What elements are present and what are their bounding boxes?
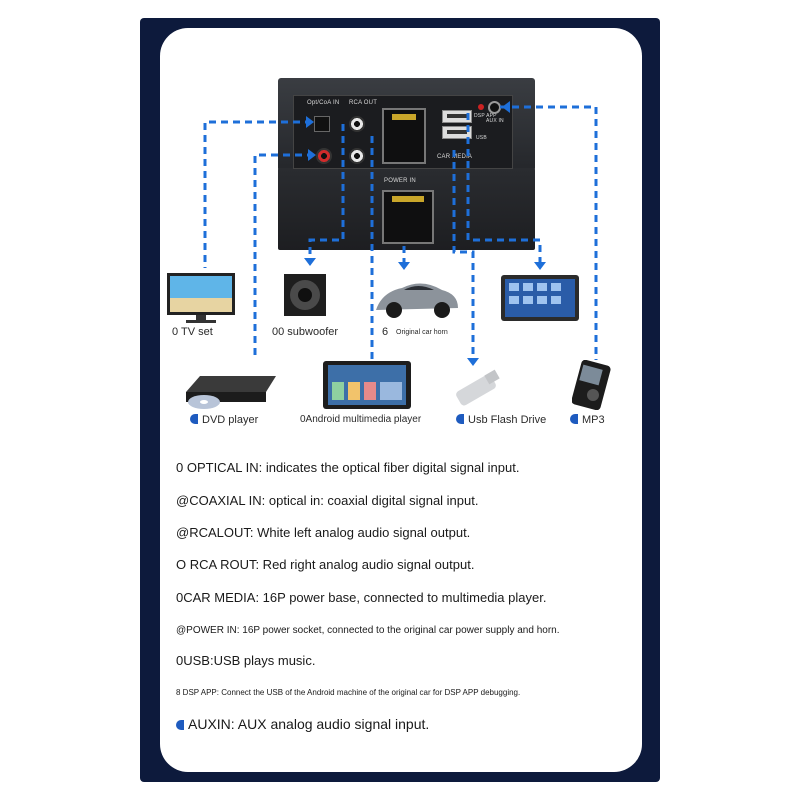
mp3-bullet-icon [570, 414, 578, 424]
tv-caption: 0 TV set [172, 326, 213, 338]
mp3-caption: MP3 [570, 414, 605, 426]
dvd-player-icon [186, 376, 276, 409]
tablet-icon [501, 275, 579, 321]
desc-car-media: 0CAR MEDIA: 16P power base, connected to… [176, 590, 547, 605]
desc-optical-in: 0 OPTICAL IN: indicates the optical fibe… [176, 460, 520, 475]
mp3-caption-text: MP3 [582, 414, 605, 426]
tv-icon [167, 273, 235, 323]
status-led [478, 104, 484, 110]
android-caption: 0Android multimedia player [300, 414, 422, 425]
subwoofer-icon [284, 274, 326, 316]
rca-right-jack [349, 148, 365, 164]
coaxial-jack [316, 148, 332, 164]
dvd-bullet-icon [190, 414, 198, 424]
car-icon [376, 283, 458, 318]
subwoofer-caption: 00 subwoofer [272, 326, 339, 338]
aux-in-label: AUX IN [486, 118, 504, 124]
car-media-connector [382, 108, 426, 164]
usb-port-top [442, 110, 472, 123]
car-media-label: CAR MEDIA [437, 154, 473, 160]
desc-aux-in: AUXIN: AUX analog audio signal input. [176, 716, 429, 732]
power-in-connector [382, 190, 434, 244]
rca-left-jack [349, 116, 365, 132]
rca-out-label: RCA OUT [349, 100, 378, 106]
desc-rca-lout: @RCALOUT: White left analog audio signal… [176, 525, 471, 540]
car-horn-number: 6 [382, 326, 389, 338]
desc-dsp-app: 8 DSP APP: Connect the USB of the Androi… [176, 688, 521, 697]
aux-in-jack [488, 101, 501, 114]
mp3-player-icon [572, 360, 611, 410]
desc-rca-rout: O RCA ROUT: Red right analog audio signa… [176, 557, 475, 572]
usb-flash-caption: Usb Flash Drive [456, 414, 546, 426]
dvd-caption-text: DVD player [202, 414, 259, 426]
opt-coa-in-label: Opt/CoA IN [307, 100, 340, 106]
dvd-caption: DVD player [190, 414, 258, 426]
aux-bullet-icon [176, 720, 184, 730]
usb-label: USB [476, 135, 487, 141]
usb-bullet-icon [456, 414, 464, 424]
optical-port [314, 116, 330, 132]
power-in-label: POWER IN [384, 178, 416, 184]
desc-coaxial-in: @COAXIAL IN: optical in: coaxial digital… [176, 493, 479, 508]
usb-port-bottom [442, 126, 472, 139]
desc-power-in: @POWER IN: 16P power socket, connected t… [176, 625, 560, 636]
usb-flash-caption-text: Usb Flash Drive [468, 414, 547, 426]
usb-flash-icon [456, 369, 500, 406]
desc-usb: 0USB:USB plays music. [176, 653, 316, 668]
car-horn-caption: Original car horn [396, 329, 448, 336]
desc-aux-in-text: AUXIN: AUX analog audio signal input. [188, 716, 430, 732]
android-player-icon [323, 361, 411, 409]
